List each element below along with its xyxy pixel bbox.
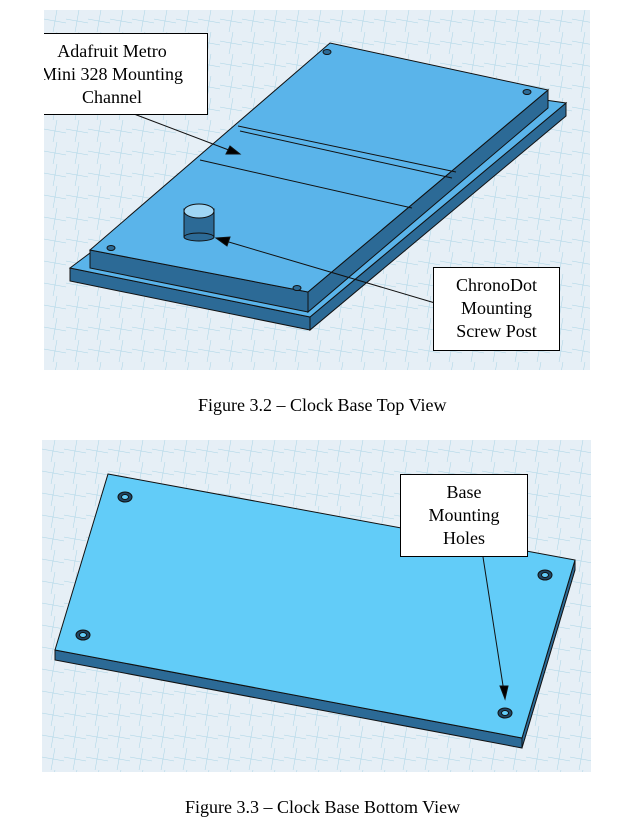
- label-line: Channel: [82, 87, 142, 107]
- label-line: Holes: [443, 528, 485, 548]
- label-line: Base: [446, 482, 482, 502]
- figure-top-view-image: Adafruit Metro Mini 328 Mounting Channel…: [44, 10, 590, 370]
- label-line: Mini 328 Mounting: [44, 64, 183, 84]
- clock-base-top-render: [68, 42, 568, 332]
- label-line: Mounting: [460, 298, 532, 318]
- figure-caption-top: Figure 3.2 – Clock Base Top View: [198, 395, 447, 415]
- label-screw-post: ChronoDot Mounting Screw Post: [433, 267, 560, 351]
- label-line: Adafruit Metro: [57, 41, 167, 61]
- label-line: Mounting: [428, 505, 500, 525]
- label-line: Screw Post: [456, 321, 537, 341]
- label-mounting-holes: Base Mounting Holes: [400, 474, 528, 557]
- label-line: ChronoDot: [456, 275, 537, 295]
- label-mounting-channel: Adafruit Metro Mini 328 Mounting Channel: [44, 33, 208, 115]
- figure-caption-bottom: Figure 3.3 – Clock Base Bottom View: [185, 797, 461, 817]
- figure-bottom-view-image: Base Mounting Holes: [42, 440, 591, 772]
